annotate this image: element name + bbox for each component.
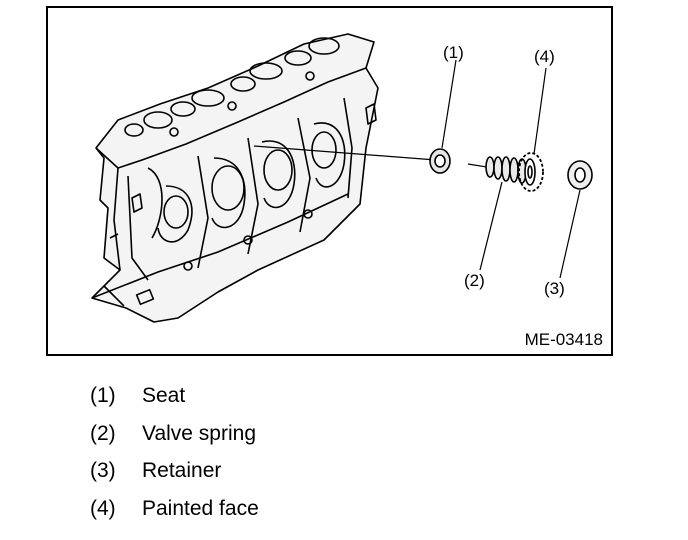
legend-item: (4) Painted face [90,497,610,535]
legend-number: (1) [90,384,116,407]
legend-number: (2) [90,421,116,445]
callout-3: (3) [544,279,565,298]
seat-part [429,148,451,174]
legend-label: Painted face [142,496,259,520]
legend-item: (2) Valve spring [90,422,610,460]
callout-2: (2) [464,271,485,290]
exploded-view-illustration [91,33,593,323]
figure-frame: (1) (2) (3) (4) ME-03418 [46,6,613,356]
legend-label: Retainer [142,459,222,482]
legend-number: (3) [90,459,116,482]
leader-line-4 [533,67,547,155]
callout-1: (1) [443,43,464,62]
cylinder-head [91,33,379,323]
legend-label: Seat [142,384,186,407]
legend-label: Valve spring [142,421,257,445]
painted-face-marker [518,152,544,192]
leader-line-2 [479,181,503,271]
figure-id: ME-03418 [524,330,603,349]
legend-number: (4) [90,496,116,520]
legend-item: (1) Seat [90,384,610,422]
legend: (1) Seat (2) Valve spring (3) Retainer (… [90,384,610,534]
leader-line-3 [559,189,581,279]
legend-item: (3) Retainer [90,459,610,497]
valve-spring-part [485,156,536,186]
leader-line-1 [441,59,457,149]
callout-4: (4) [534,47,555,66]
alignment-line [253,145,437,161]
retainer-part [567,160,593,190]
